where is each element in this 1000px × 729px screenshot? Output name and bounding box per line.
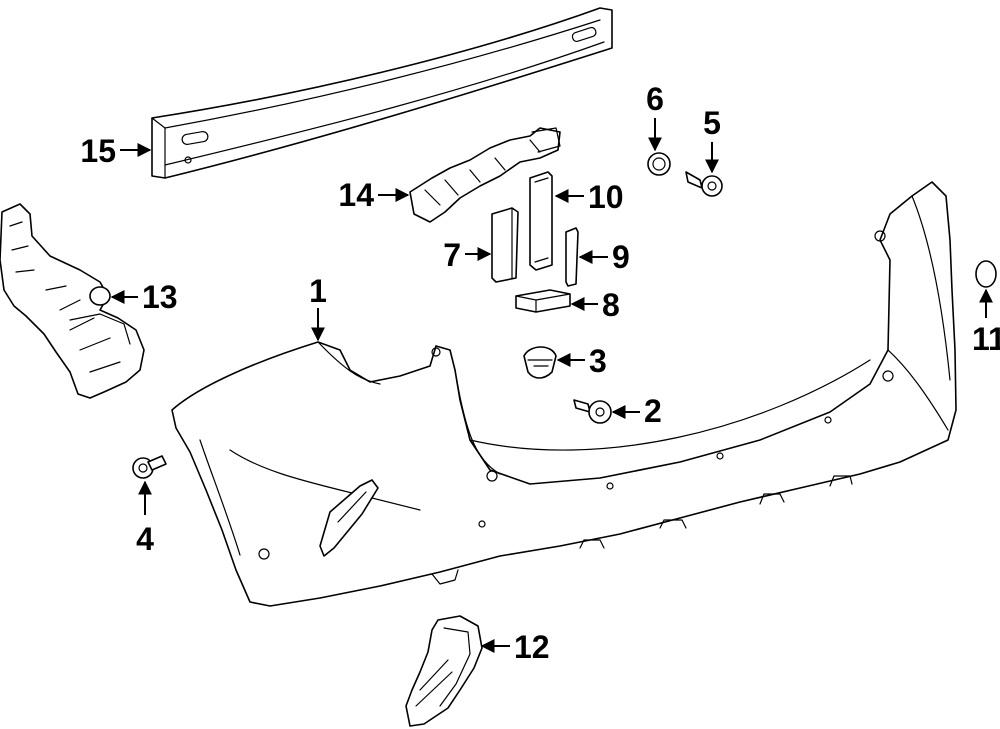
callout-4: 4 xyxy=(136,521,154,557)
reinforcement-bar-part xyxy=(151,7,613,179)
callout-7: 7 xyxy=(443,237,461,273)
bolt-5-part xyxy=(685,171,723,197)
callout-labels: 1 2 3 4 5 6 7 8 9 10 11 12 13 14 15 xyxy=(80,81,1000,665)
grommet-part xyxy=(647,152,671,176)
callout-1: 1 xyxy=(309,273,327,309)
pad-7 xyxy=(491,207,519,283)
bolt-4-part xyxy=(132,455,167,479)
side-bracket-part xyxy=(0,203,145,399)
callout-10: 10 xyxy=(588,179,624,215)
callout-2: 2 xyxy=(644,393,662,429)
callout-8: 8 xyxy=(602,287,620,323)
plug-part xyxy=(975,260,997,288)
pad-parts xyxy=(491,171,579,313)
callout-9: 9 xyxy=(612,239,630,275)
wiring-harness-part xyxy=(409,127,561,223)
callout-leaders xyxy=(110,118,993,653)
callout-3: 3 xyxy=(589,343,607,379)
pad-10 xyxy=(529,171,553,271)
bumper-cover-part xyxy=(171,181,957,607)
callout-11: 11 xyxy=(972,321,1000,357)
callout-15: 15 xyxy=(80,133,116,169)
callout-12: 12 xyxy=(514,629,550,665)
reflector-bracket-part xyxy=(405,615,483,727)
callout-14: 14 xyxy=(338,177,374,213)
callout-13: 13 xyxy=(142,279,178,315)
pad-8 xyxy=(515,289,571,313)
clip-part xyxy=(523,346,557,379)
callout-6: 6 xyxy=(646,81,664,117)
bolt-2-part xyxy=(573,399,612,424)
pad-9 xyxy=(565,227,579,287)
callout-5: 5 xyxy=(703,105,721,141)
